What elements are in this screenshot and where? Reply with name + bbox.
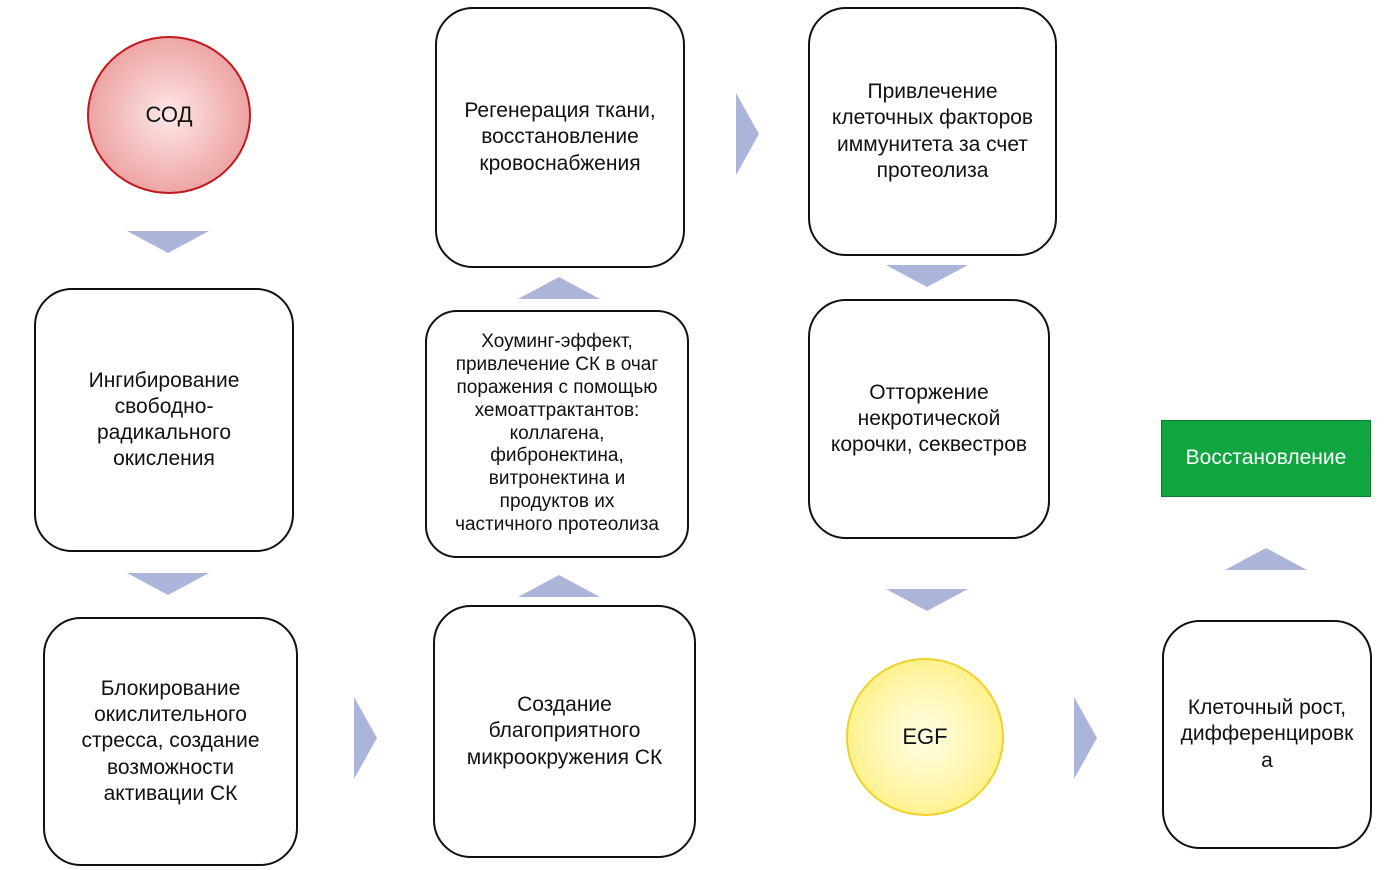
microenvironment-label: Создание благоприятного микроокружения С… [466,693,663,769]
inhibition-box: Ингибирование свободно- радикального оки… [34,288,294,552]
recovery-label: Восстановление [1185,446,1347,470]
arrow-right-blocking-to-microenvironment [354,697,377,779]
recovery-box: Восстановление [1161,420,1371,497]
homing-box: Хоуминг-эффект, привлечение СК в очаг по… [425,310,689,558]
blocking-box: Блокирование окислительного стресса, соз… [43,617,298,866]
egf-label: EGF [902,724,948,750]
regeneration-label: Регенерация ткани, восстановление кровос… [464,99,656,175]
egf-circle: EGF [846,658,1004,816]
rejection-box: Отторжение некротической корочки, секвес… [808,299,1050,539]
growth-label: Клеточный рост, дифференцировк а [1180,696,1354,772]
arrow-down-inhibition-to-blocking [127,573,209,595]
growth-box: Клеточный рост, дифференцировк а [1162,620,1372,849]
immunity-label: Привлечение клеточных факторов иммунитет… [831,80,1034,182]
rejection-label: Отторжение некротической корочки, секвес… [830,380,1028,457]
sod-label: СОД [145,102,193,128]
arrow-right-egf-to-growth [1074,697,1097,779]
homing-label: Хоуминг-эффект, привлечение СК в очаг по… [455,331,659,535]
inhibition-label: Ингибирование свободно- радикального оки… [88,368,240,471]
arrow-down-sod-to-inhibition [127,231,209,253]
arrow-down-immunity-to-rejection [886,265,968,287]
microenvironment-box: Создание благоприятного микроокружения С… [433,605,696,858]
arrow-up-homing-to-regeneration [518,277,600,299]
immunity-box: Привлечение клеточных факторов иммунитет… [808,7,1057,256]
arrow-up-growth-to-recovery [1225,548,1307,570]
regeneration-box: Регенерация ткани, восстановление кровос… [435,7,685,268]
blocking-label: Блокирование окислительного стресса, соз… [81,676,260,805]
sod-circle: СОД [87,36,251,194]
arrow-down-rejection-to-egf [886,589,968,611]
arrow-right-regeneration-to-immunity [736,93,759,175]
arrow-up-microenvironment-to-homing [518,575,600,597]
